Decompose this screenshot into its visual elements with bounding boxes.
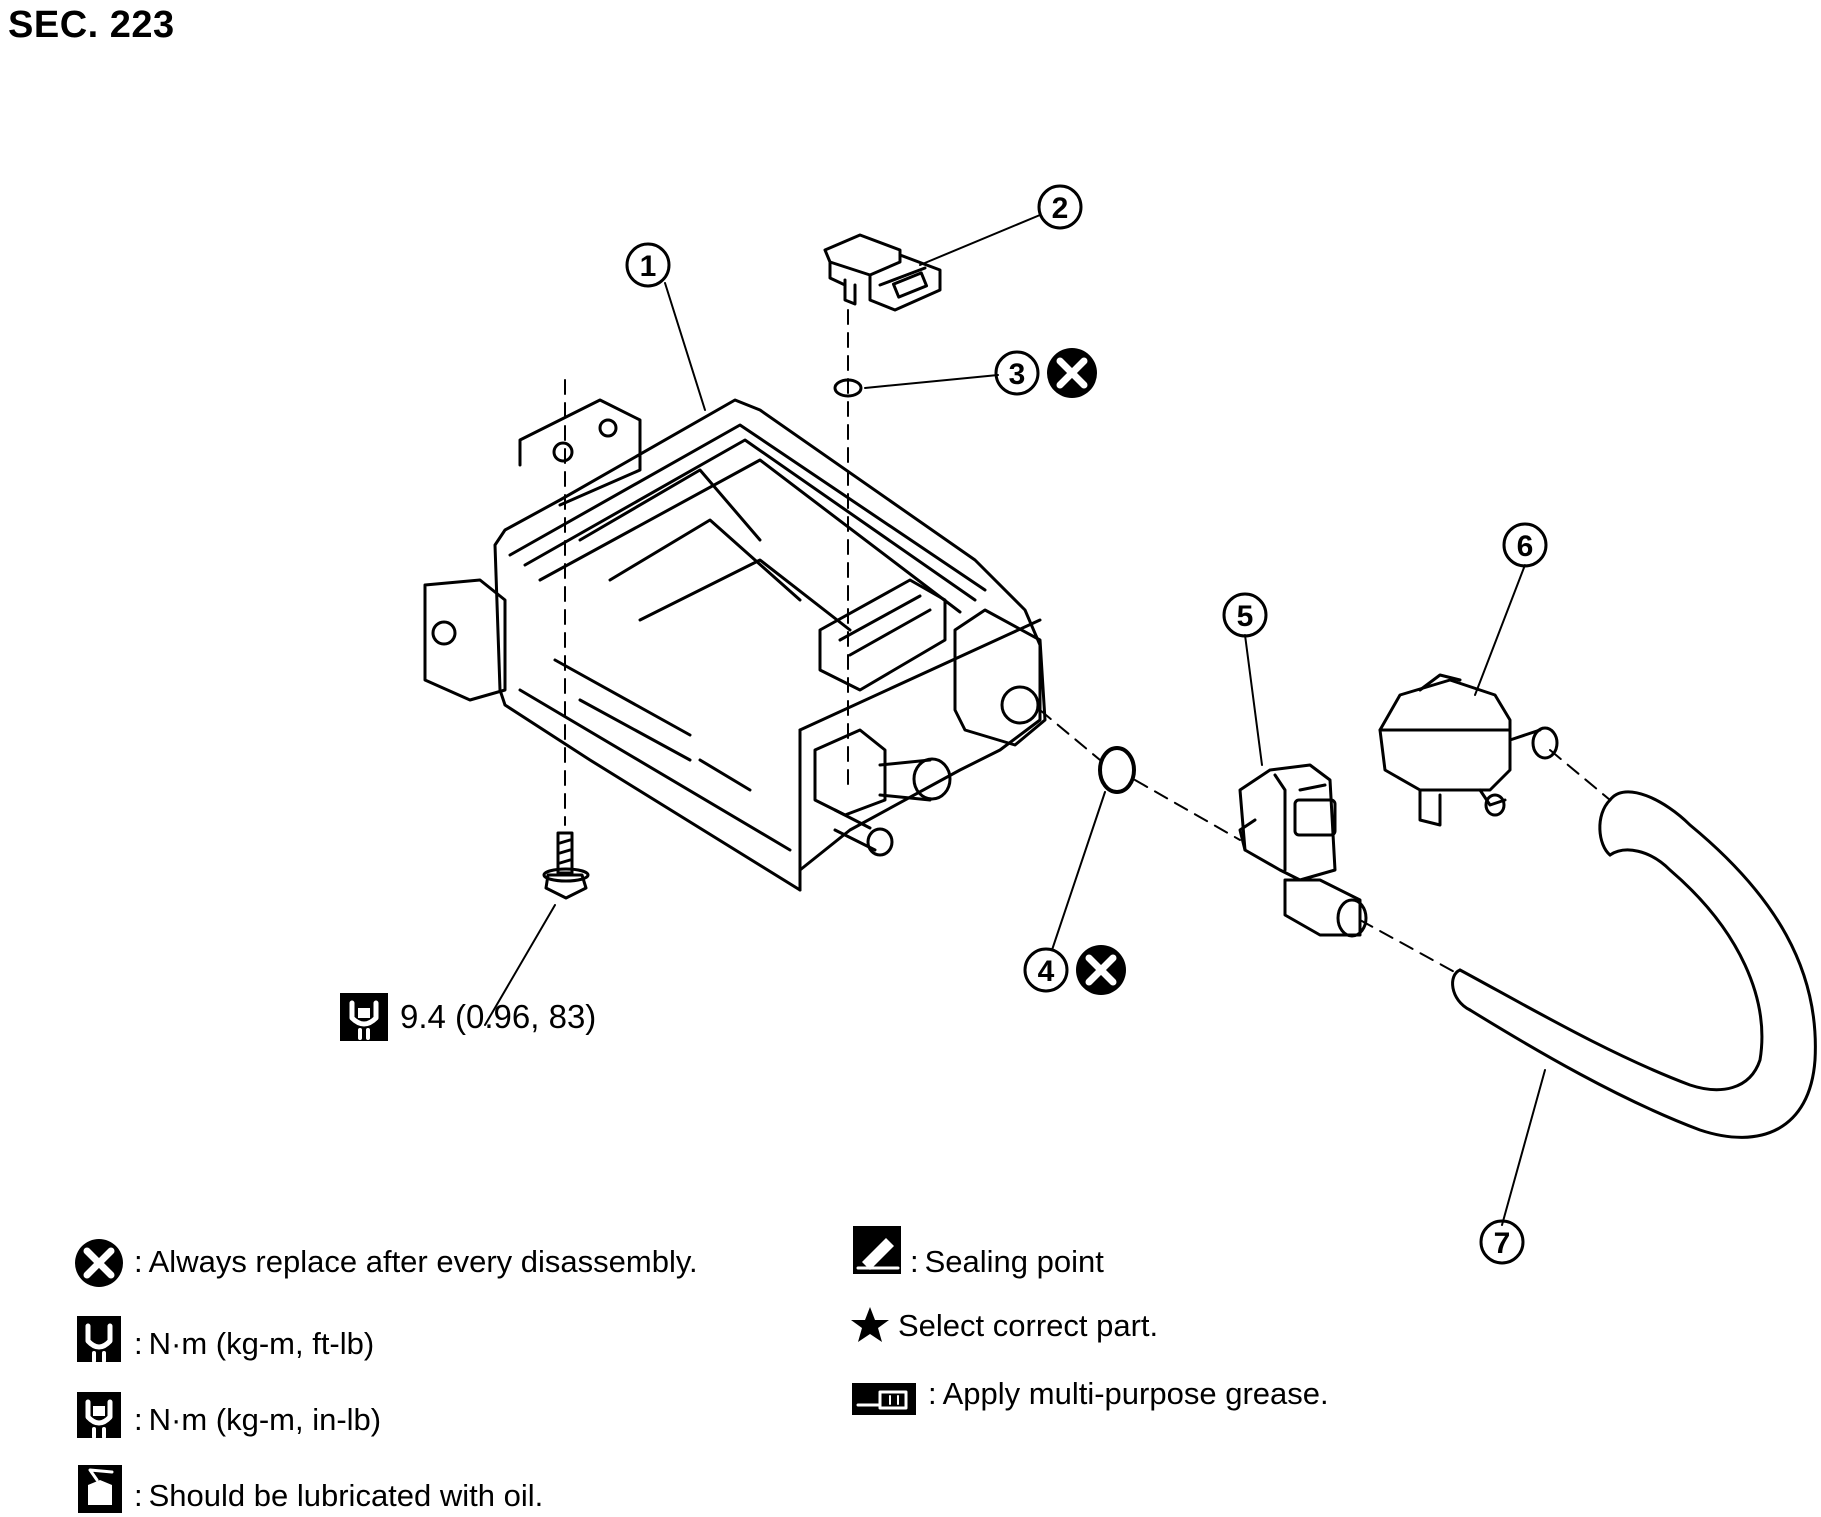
legend-grease-gun-icon (852, 1383, 916, 1415)
evap-canister (423, 398, 1047, 892)
legend-nm-ftlb: :N·m (kg-m, ft-lb) (134, 1326, 375, 1361)
callout-3: 3 (994, 350, 1040, 396)
legend-oil-text: Should be lubricated with oil. (148, 1478, 544, 1513)
callout-2-number: 2 (1052, 192, 1069, 225)
legend-star-icon (851, 1307, 889, 1342)
legend-sealing-icon (853, 1226, 901, 1274)
legend-nm-inlb: :N·m (kg-m, in-lb) (134, 1402, 382, 1437)
legend-replace-icon (75, 1239, 123, 1287)
legend-torque-ftlb-icon (77, 1316, 121, 1363)
callout-4-number: 4 (1038, 955, 1055, 988)
callout-4: 4 (1023, 947, 1069, 993)
callout-6: 6 (1502, 522, 1548, 568)
callout-7: 7 (1479, 1219, 1525, 1265)
legend-torque-inlb-icon (77, 1392, 121, 1439)
callout-5-number: 5 (1237, 600, 1254, 633)
bolt-torque-spec: 9.4 (0.96, 83) (400, 998, 597, 1035)
legend-select-text: Select correct part. (898, 1308, 1159, 1343)
callout-1-number: 1 (640, 250, 657, 283)
o-ring-large (1098, 746, 1136, 794)
legend-select: Select correct part. (898, 1308, 1158, 1344)
legend-oil: :Should be lubricated with oil. (134, 1478, 544, 1513)
legend-nm-inlb-text: N·m (kg-m, in-lb) (148, 1402, 382, 1437)
callout-1: 1 (625, 242, 671, 288)
legend-grease-text: Apply multi-purpose grease. (942, 1376, 1329, 1411)
evap-hose (1451, 790, 1817, 1139)
legend-grease: :Apply multi-purpose grease. (928, 1376, 1329, 1411)
legend-oil-can-icon (78, 1465, 122, 1513)
legend-sealing-text: Sealing point (924, 1244, 1104, 1279)
leader-lines (484, 214, 1546, 1226)
callout-5: 5 (1222, 592, 1268, 638)
replace-icon (1076, 945, 1126, 995)
replace-icon (1047, 348, 1097, 398)
evap-drain-filter (1378, 673, 1559, 827)
callout-7-number: 7 (1494, 1227, 1511, 1260)
section-title: SEC. 223 (8, 4, 175, 46)
evap-vent-control-valve (1238, 763, 1368, 938)
assembly-lines (564, 309, 1611, 976)
callout-2: 2 (1037, 184, 1083, 230)
callout-6-number: 6 (1517, 530, 1534, 563)
legend-sealing: :Sealing point (910, 1244, 1104, 1279)
callout-3-number: 3 (1009, 358, 1026, 391)
torque-inlb-icon (340, 993, 388, 1041)
mounting-bolt (542, 831, 590, 900)
legend-replace-text: Always replace after every disassembly. (148, 1244, 698, 1279)
evap-pressure-sensor (823, 233, 942, 312)
legend-nm-ftlb-text: N·m (kg-m, ft-lb) (148, 1326, 375, 1361)
legend-replace: :Always replace after every disassembly. (134, 1244, 698, 1279)
